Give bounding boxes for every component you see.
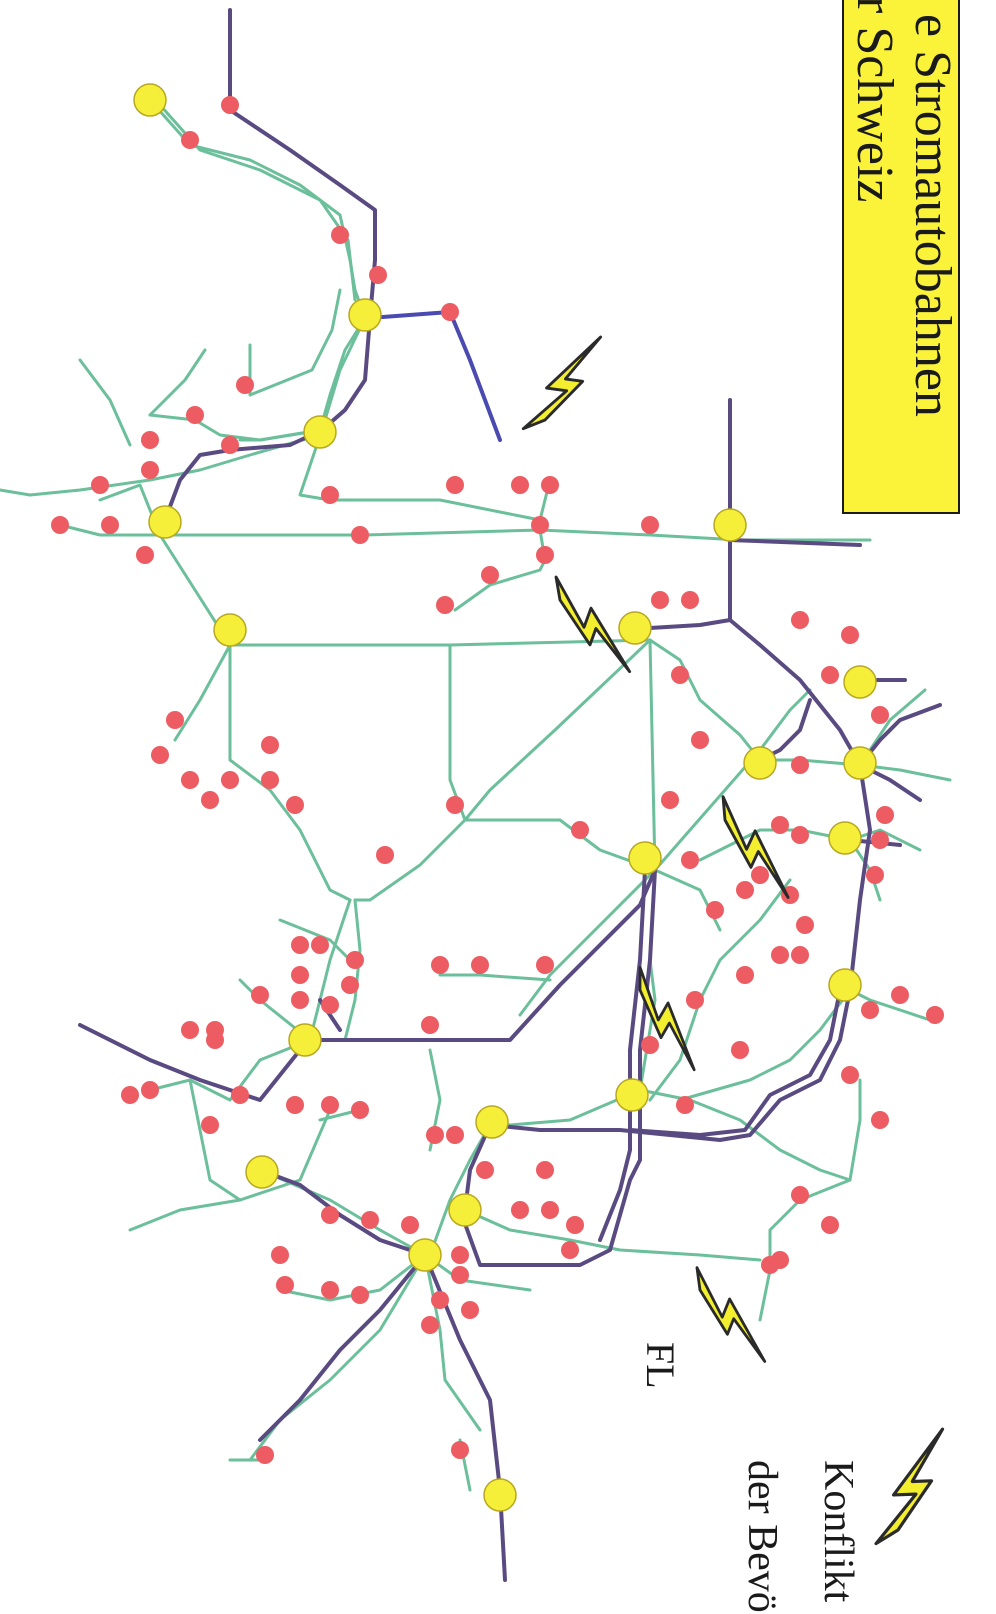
blue-line bbox=[368, 309, 502, 442]
switching-stations bbox=[133, 83, 877, 1512]
title-box bbox=[842, 0, 960, 514]
title-line-2: r Schweiz bbox=[846, 0, 903, 203]
legend-text-line-1: Konflikt bbox=[815, 1460, 861, 1603]
substation-nodes bbox=[51, 96, 944, 1464]
green-network bbox=[0, 98, 952, 1492]
legend-text-line-2: der Bevö bbox=[739, 1460, 785, 1613]
title-line-1: e Stromautobahnen bbox=[904, 14, 961, 417]
fl-label: FL bbox=[638, 1342, 683, 1389]
